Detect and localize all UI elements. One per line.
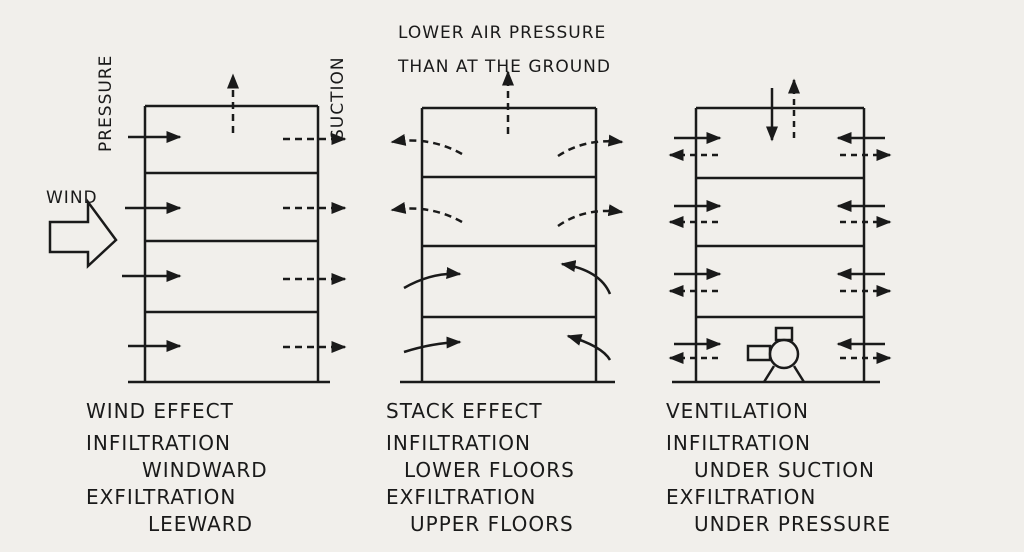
- ventilation-title: VENTILATION: [666, 399, 809, 423]
- suction-label: SUCTION: [328, 56, 348, 140]
- fan-icon: [746, 326, 806, 383]
- stack-note-line-2: THAN AT THE GROUND: [398, 57, 611, 77]
- wind-infiltration-arrows: [122, 131, 182, 352]
- wind-effect-title: WIND EFFECT: [86, 399, 234, 423]
- stack-line-4: UPPER FLOORS: [410, 512, 574, 536]
- wind-line-4: LEEWARD: [148, 512, 254, 536]
- wind-label: WIND: [46, 188, 98, 208]
- wind-exfiltration-arrows: [227, 73, 347, 353]
- wind-line-3: EXFILTRATION: [86, 485, 237, 509]
- ventilation-building: [672, 106, 880, 384]
- vent-line-3: EXFILTRATION: [666, 485, 817, 509]
- vent-line-1: INFILTRATION: [666, 431, 811, 455]
- stack-effect-title: STACK EFFECT: [386, 399, 543, 423]
- stack-infiltration-arrows: [403, 260, 612, 361]
- stack-exfiltration-arrows: [390, 70, 624, 228]
- vent-infiltration-arrows: [674, 88, 885, 350]
- vent-line-4: UNDER PRESSURE: [694, 512, 892, 536]
- wind-line-1: INFILTRATION: [86, 431, 231, 455]
- vent-line-2: UNDER SUCTION: [694, 458, 876, 482]
- vent-exfiltration-arrows: [668, 78, 892, 364]
- stack-note-line-1: LOWER AIR PRESSURE: [398, 23, 607, 43]
- stack-line-3: EXFILTRATION: [386, 485, 537, 509]
- stack-line-1: INFILTRATION: [386, 431, 531, 455]
- pressure-label: PRESSURE: [96, 54, 116, 152]
- wind-line-2: WINDWARD: [142, 458, 268, 482]
- stack-effect-building: [400, 106, 615, 384]
- wind-arrow-icon: [48, 198, 118, 269]
- wind-effect-building: [128, 104, 330, 384]
- stack-line-2: LOWER FLOORS: [404, 458, 575, 482]
